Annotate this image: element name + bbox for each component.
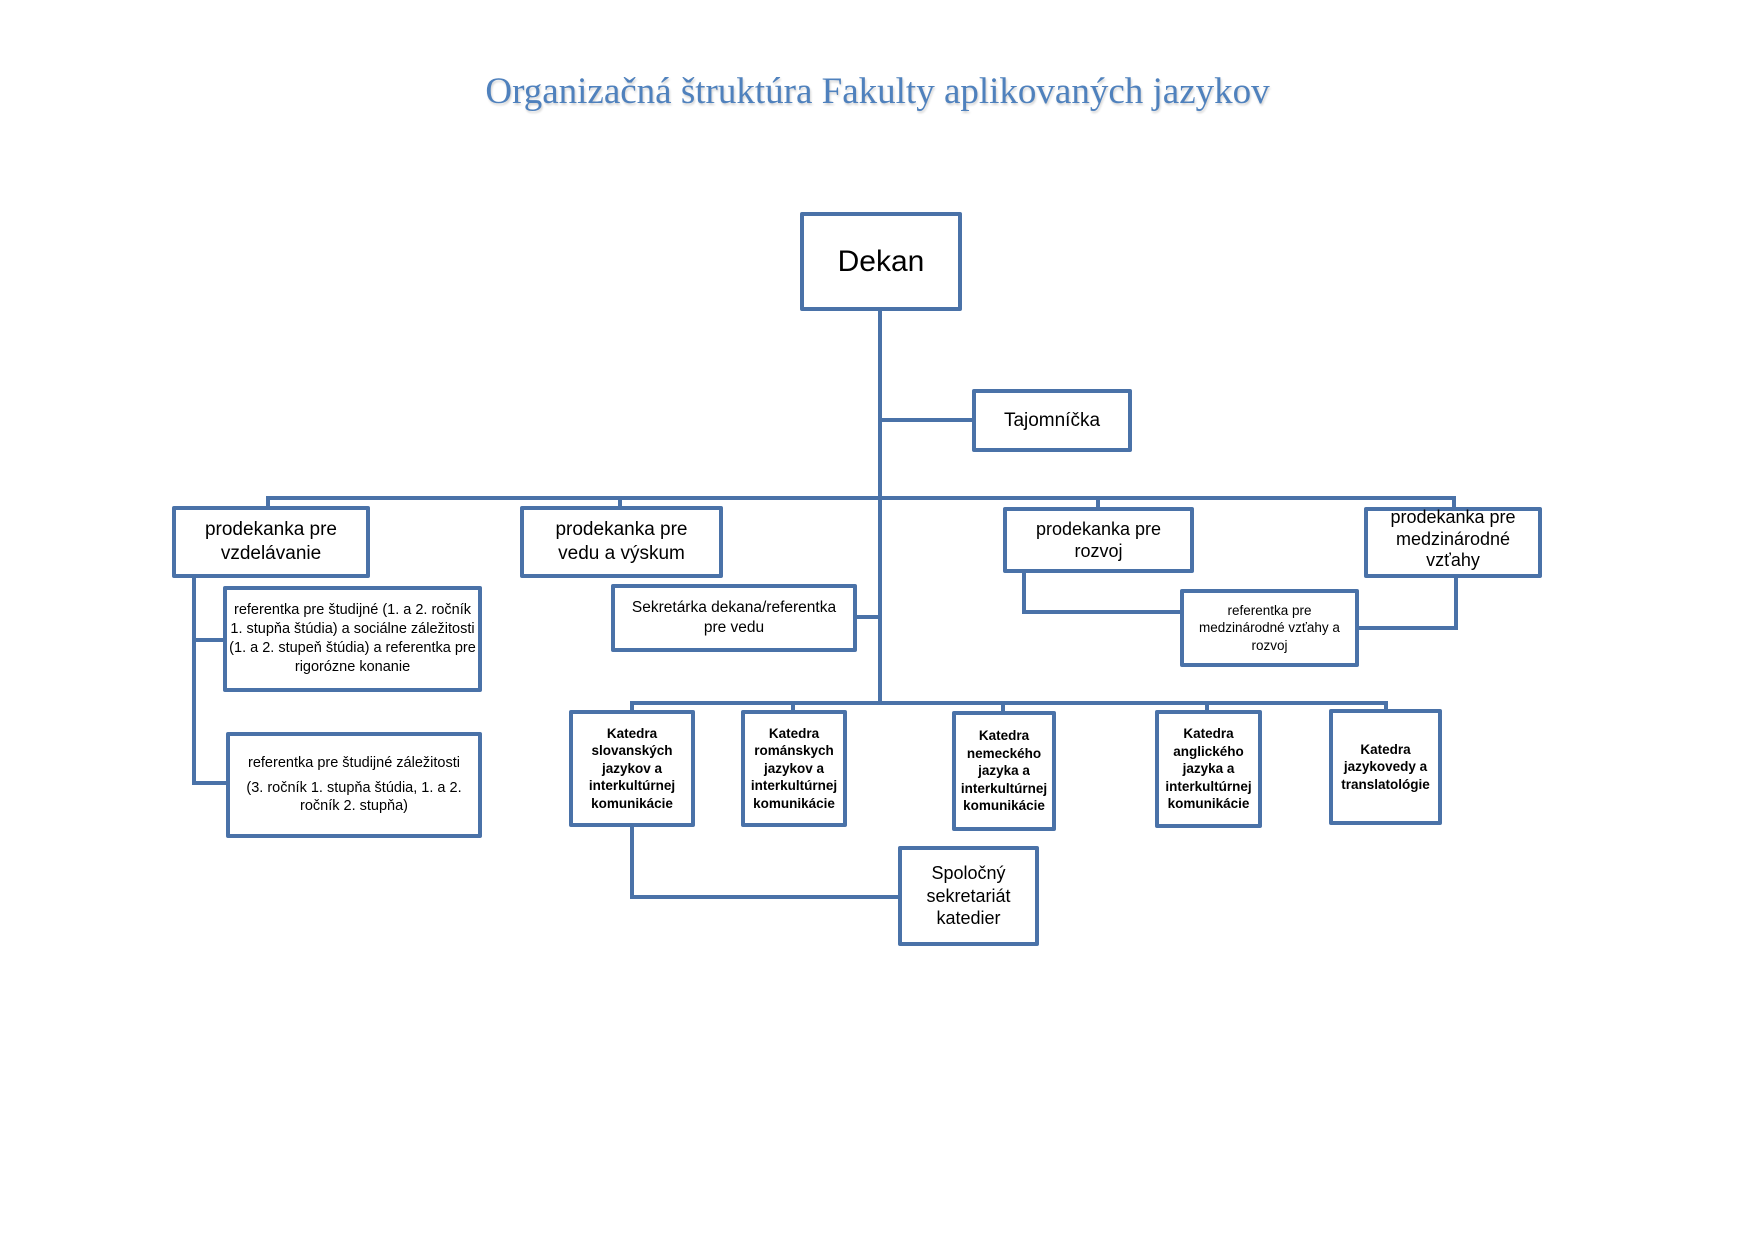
node-katedra-romanskych: Katedra románskych jazykov a interkultúr… <box>741 710 847 827</box>
node-tajomnicka: Tajomníčka <box>972 389 1132 452</box>
connector-spolocny <box>630 824 900 899</box>
node-sekretarka: Sekretárka dekana/referentka pre vedu <box>611 584 857 652</box>
node-label: prodekanka pre vedu a výskum <box>555 519 688 564</box>
page-title: Organizačná štruktúra Fakulty aplikovaný… <box>485 71 1270 112</box>
node-katedra-jazykovedy: Katedra jazykovedy a translatológie <box>1329 709 1442 825</box>
node-label-line1: referentka pre študijné záležitosti <box>248 754 460 771</box>
connector-rozvoj-ref <box>1022 570 1182 614</box>
node-spolocny-sekretariat: Spoločný sekretariát katedier <box>898 846 1039 946</box>
node-label: Sekretárka dekana/referentka pre vedu <box>631 598 837 636</box>
node-label: Spoločný sekretariát katedier <box>926 863 1011 929</box>
node-katedra-slovanskych: Katedra slovanských jazykov a interkultú… <box>569 710 695 827</box>
node-referentka-medzinarodne: referentka pre medzinárodné vzťahy a roz… <box>1180 589 1359 667</box>
node-katedra-anglickeho: Katedra anglického jazyka a interkultúrn… <box>1155 710 1262 828</box>
node-label: Katedra nemeckého jazyka a interkultúrne… <box>960 728 1048 814</box>
connector-medz-ref <box>1355 575 1458 630</box>
node-label: Katedra jazykovedy a translatológie <box>1341 741 1430 792</box>
node-prodekanka-vzdelavanie: prodekanka pre vzdelávanie <box>172 506 370 578</box>
node-prodekanka-veda: prodekanka pre vedu a výskum <box>520 506 723 578</box>
node-label: Katedra slovanských jazykov a interkultú… <box>588 725 676 811</box>
node-label: Dekan <box>837 244 925 278</box>
connector-vzdelavanie-refs <box>192 575 228 785</box>
node-label: referentka pre medzinárodné vzťahy a roz… <box>1199 602 1340 653</box>
node-label: Katedra románskych jazykov a interkultúr… <box>750 725 838 811</box>
node-label: prodekanka pre medzinárodné vzťahy <box>1390 507 1516 571</box>
node-label-line2: (3. ročník 1. stupňa štúdia, 1. a 2. roč… <box>246 779 462 815</box>
node-prodekanka-rozvoj: prodekanka pre rozvoj <box>1003 507 1194 573</box>
node-referentka-studijne-1: referentka pre študijné (1. a 2. ročník … <box>223 586 482 692</box>
node-prodekanka-medzinarodne: prodekanka pre medzinárodné vzťahy <box>1364 507 1542 578</box>
node-katedra-nemeckeho: Katedra nemeckého jazyka a interkultúrne… <box>952 711 1056 831</box>
node-label: prodekanka pre vzdelávanie <box>204 519 338 564</box>
node-label: referentka pre študijné (1. a 2. ročník … <box>229 602 476 675</box>
node-label: prodekanka pre rozvoj <box>1035 518 1162 562</box>
node-referentka-studijne-2: referentka pre študijné záležitosti (3. … <box>226 732 482 838</box>
node-label: Tajomníčka <box>1003 409 1101 431</box>
node-label: Katedra anglického jazyka a interkultúrn… <box>1165 726 1252 812</box>
node-dekan: Dekan <box>800 212 962 311</box>
